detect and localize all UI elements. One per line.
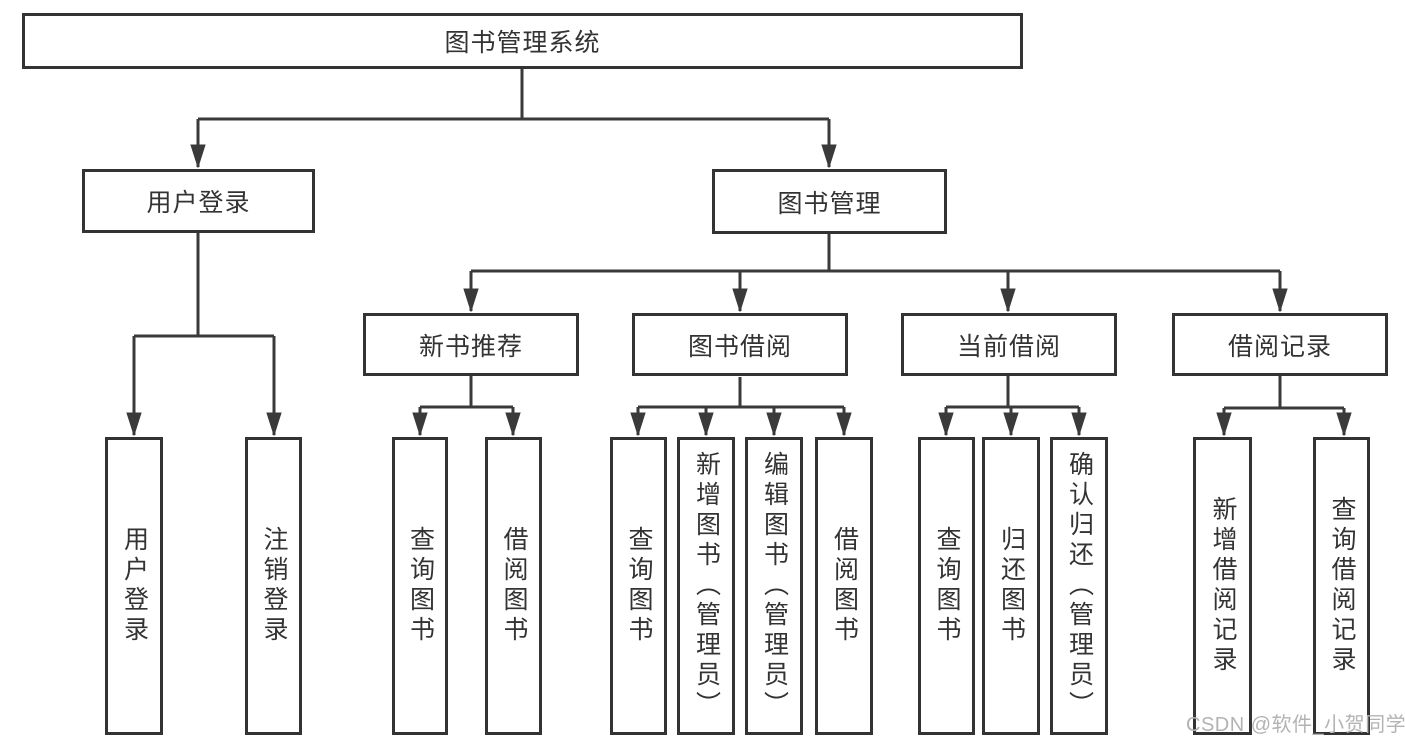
leaf-edit-book-admin: 编辑图书（管理员）: [745, 437, 803, 735]
leaf-label: 查询图书: [625, 526, 653, 646]
leaf-label: 查询图书: [933, 526, 961, 646]
leaf-query-borrow-record: 查询借阅记录: [1313, 437, 1370, 735]
node-book-borrow: 图书借阅: [632, 313, 848, 376]
leaf-label: 借阅图书: [500, 526, 528, 646]
leaf-user-login: 用户登录: [105, 437, 163, 735]
node-book-management: 图书管理: [712, 169, 947, 234]
node-root-system: 图书管理系统: [22, 13, 1023, 69]
node-user-login: 用户登录: [82, 169, 315, 233]
leaf-label: 确认归还（管理员）: [1065, 451, 1094, 721]
leaf-query-book-recommend: 查询图书: [392, 437, 448, 735]
node-current-borrow: 当前借阅: [901, 313, 1117, 376]
leaf-label: 查询图书: [406, 526, 435, 646]
leaf-query-book-borrow: 查询图书: [610, 437, 667, 735]
leaf-logout: 注销登录: [245, 437, 302, 735]
watermark-text: CSDN @软件_小贺同学: [1186, 714, 1405, 736]
leaf-label: 新增借阅记录: [1209, 496, 1237, 676]
node-borrow-records: 借阅记录: [1172, 313, 1388, 376]
leaf-label: 注销登录: [260, 526, 288, 646]
leaf-return-book: 归还图书: [982, 437, 1040, 735]
leaf-label: 借阅图书: [830, 526, 859, 646]
leaf-add-borrow-record: 新增借阅记录: [1193, 437, 1252, 735]
leaf-label: 查询借阅记录: [1328, 496, 1356, 676]
leaf-label: 新增图书（管理员）: [692, 451, 721, 721]
leaf-confirm-return-admin: 确认归还（管理员）: [1050, 437, 1108, 735]
leaf-add-book-admin: 新增图书（管理员）: [677, 437, 735, 735]
leaf-query-book-current: 查询图书: [918, 437, 975, 735]
leaf-label: 编辑图书（管理员）: [760, 451, 789, 721]
leaf-borrow-book: 借阅图书: [815, 437, 873, 735]
leaf-label: 归还图书: [997, 526, 1026, 646]
leaf-label: 用户登录: [120, 526, 149, 646]
leaf-borrow-book-recommend: 借阅图书: [485, 437, 542, 735]
node-new-book-recommend: 新书推荐: [363, 313, 579, 376]
